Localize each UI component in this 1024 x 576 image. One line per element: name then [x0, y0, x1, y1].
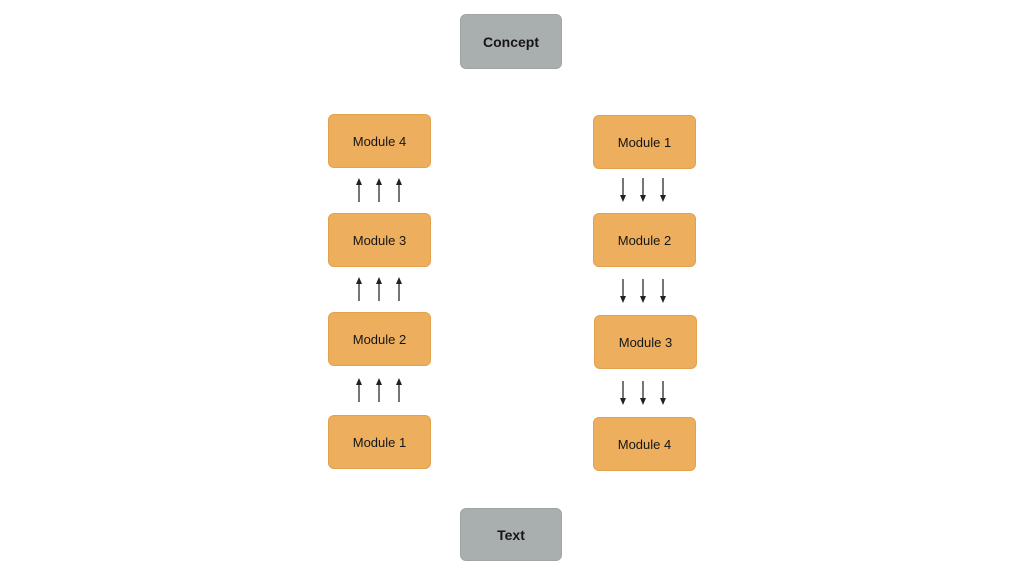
concept-node: Concept: [460, 14, 562, 69]
down-arrow-icon: [660, 279, 666, 303]
up-arrow-group: [355, 178, 403, 202]
down-arrow-icon: [620, 178, 626, 202]
module-node-left-4: Module 4: [328, 114, 431, 168]
module-label: Module 4: [617, 436, 672, 452]
module-label: Module 3: [618, 334, 673, 350]
module-node-left-3: Module 3: [328, 213, 431, 267]
text-node: Text: [460, 508, 562, 561]
up-arrow-icon: [396, 277, 402, 301]
module-label: Module 4: [352, 133, 407, 149]
down-arrow-icon: [640, 279, 646, 303]
down-arrow-icon: [620, 381, 626, 405]
up-arrow-icon: [376, 178, 382, 202]
down-arrow-icon: [640, 381, 646, 405]
down-arrow-icon: [620, 279, 626, 303]
up-arrow-icon: [396, 178, 402, 202]
module-label: Module 1: [352, 434, 407, 450]
up-arrow-icon: [396, 378, 402, 402]
up-arrow-icon: [376, 378, 382, 402]
up-arrow-icon: [356, 178, 362, 202]
module-node-left-1: Module 1: [328, 415, 431, 469]
down-arrow-group: [619, 178, 667, 202]
up-arrow-icon: [376, 277, 382, 301]
down-arrow-icon: [660, 381, 666, 405]
down-arrow-group: [619, 279, 667, 303]
module-label: Module 2: [352, 331, 407, 347]
concept-label: Concept: [483, 33, 539, 50]
module-node-right-3: Module 3: [594, 315, 697, 369]
up-arrow-icon: [356, 378, 362, 402]
module-label: Module 3: [352, 232, 407, 248]
module-label: Module 1: [617, 134, 672, 150]
up-arrow-icon: [356, 277, 362, 301]
module-label: Module 2: [617, 232, 672, 248]
up-arrow-group: [355, 277, 403, 301]
text-label: Text: [497, 526, 525, 543]
down-arrow-group: [619, 381, 667, 405]
down-arrow-icon: [640, 178, 646, 202]
up-arrow-group: [355, 378, 403, 402]
module-node-right-2: Module 2: [593, 213, 696, 267]
module-node-right-4: Module 4: [593, 417, 696, 471]
down-arrow-icon: [660, 178, 666, 202]
module-node-left-2: Module 2: [328, 312, 431, 366]
module-node-right-1: Module 1: [593, 115, 696, 169]
